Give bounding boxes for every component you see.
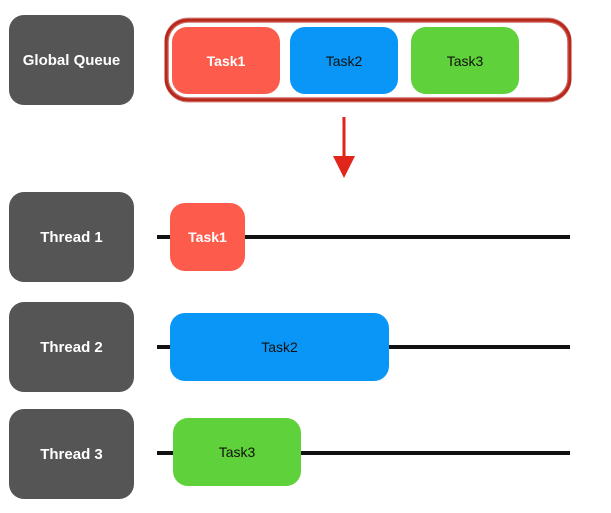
thread-2-label: Thread 2 (9, 302, 134, 392)
thread-3-task-label: Task3 (218, 444, 256, 460)
queue-task-2: Task2 (290, 27, 398, 94)
thread-3-task: Task3 (173, 418, 301, 486)
queue-task-1: Task1 (172, 27, 280, 94)
thread-1-task: Task1 (170, 203, 245, 271)
thread-2-label-text: Thread 2 (40, 338, 103, 356)
thread-2-task: Task2 (170, 313, 389, 381)
queue-task-3: Task3 (411, 27, 519, 94)
thread-1-task-label: Task1 (188, 229, 227, 245)
queue-task-1-label: Task1 (206, 52, 246, 69)
global-queue-label-text: Global Queue (22, 51, 121, 69)
queue-task-2-label: Task2 (325, 52, 363, 69)
thread-2-task-label: Task2 (261, 339, 298, 355)
global-queue-label: Global Queue (9, 15, 134, 105)
queue-task-3-label: Task3 (446, 52, 484, 69)
thread-1-label-text: Thread 1 (40, 228, 103, 246)
thread-1-label: Thread 1 (9, 192, 134, 282)
thread-3-label: Thread 3 (9, 409, 134, 499)
thread-3-label-text: Thread 3 (40, 445, 103, 463)
